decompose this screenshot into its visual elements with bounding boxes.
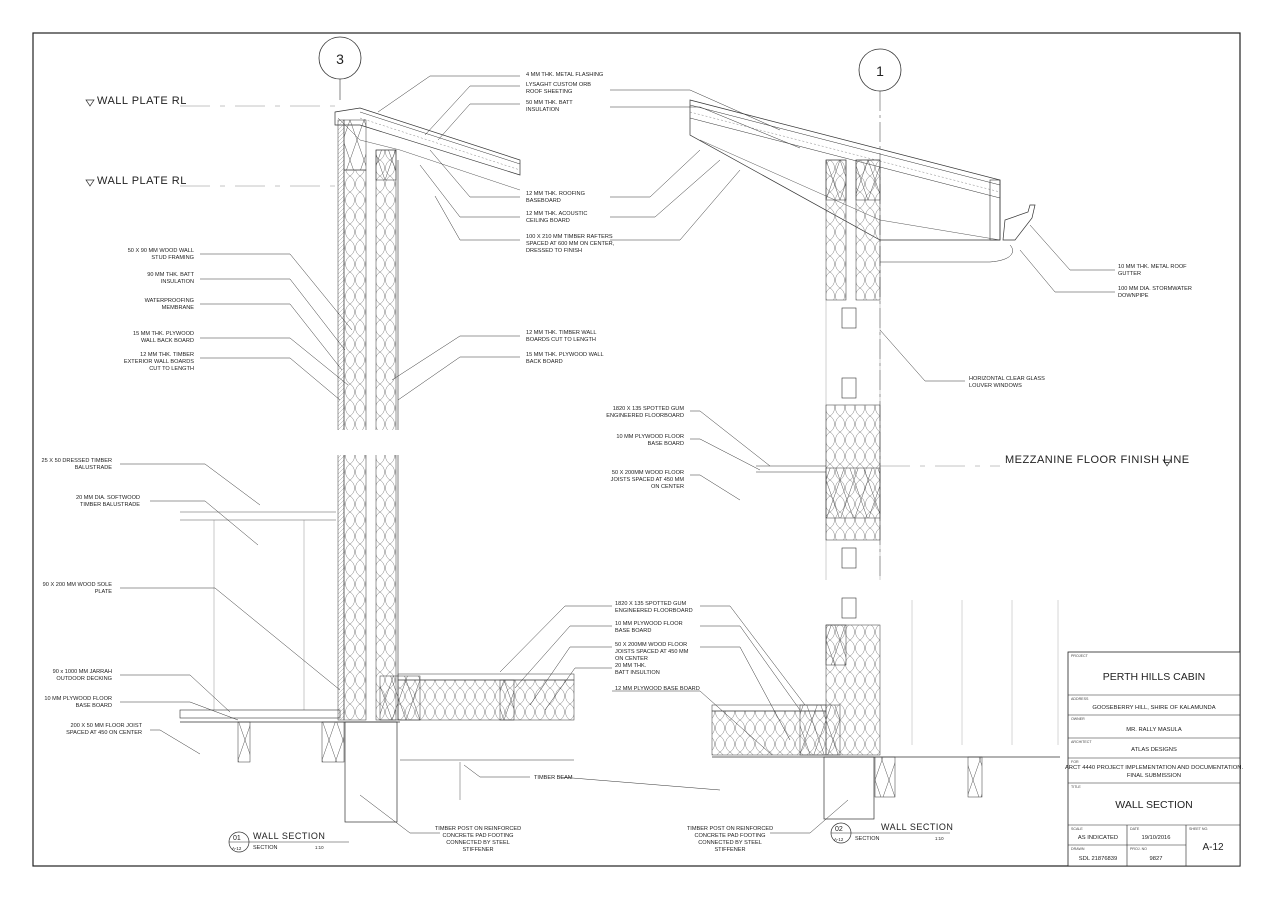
section-scale: 1:10 bbox=[935, 836, 944, 841]
tb-title-label: TITLE bbox=[1071, 785, 1081, 789]
tb-project-label: PROJECT bbox=[1071, 654, 1089, 658]
section-title: WALL SECTION bbox=[881, 822, 953, 832]
tb-drawn: SDL 21876839 bbox=[1079, 856, 1117, 862]
labels-center-low-5: 12 MM PLYWOOD BASE BOARD bbox=[615, 686, 700, 692]
tb-scale-label: SCALE bbox=[1071, 827, 1083, 831]
grid-marker-3: 3 bbox=[318, 36, 362, 100]
labels-center-top: 4 MM THK. METAL FLASHING LYSAGHT CUSTOM O… bbox=[526, 72, 615, 365]
tb-project: PERTH HILLS CABIN bbox=[1103, 671, 1206, 683]
section-number: 02 bbox=[835, 826, 843, 833]
tb-for-label: FOR bbox=[1071, 760, 1079, 764]
tb-for-line1: ARCT 4440 PROJECT IMPLEMENTATION AND DOC… bbox=[1065, 765, 1244, 771]
tb-date-label: DATE bbox=[1130, 827, 1140, 831]
section-sheet-ref: A-12 bbox=[834, 837, 844, 842]
tb-proj-no: 9827 bbox=[1150, 856, 1163, 862]
section-scale: 1:10 bbox=[315, 845, 324, 850]
section-tag-02: 02 A-12 WALL SECTION SECTION 1:10 bbox=[830, 822, 953, 844]
level-mezzanine: MEZZANINE FLOOR FINISH LINE bbox=[880, 454, 1190, 467]
level-label: MEZZANINE FLOOR FINISH LINE bbox=[1005, 454, 1190, 466]
grid-number: 1 bbox=[876, 63, 884, 79]
section-tag-01: 01 A-12 WALL SECTION SECTION 1:10 bbox=[228, 831, 349, 853]
section-title: WALL SECTION bbox=[253, 831, 325, 841]
tb-proj-no-label: PROJ. NO bbox=[1130, 847, 1147, 851]
tb-address: GOOSEBERRY HILL, SHIRE OF KALAMUNDA bbox=[1092, 705, 1215, 711]
label-timber-beam: TIMBER BEAM bbox=[534, 775, 573, 781]
tb-scale: AS INDICATED bbox=[1078, 835, 1118, 841]
section-subtitle: SECTION bbox=[253, 845, 277, 851]
section-sheet-ref: A-12 bbox=[232, 846, 242, 851]
labels-center-low-4: 20 MM THK.BATT INSULTION bbox=[615, 663, 660, 676]
tb-title: WALL SECTION bbox=[1115, 799, 1192, 811]
tb-owner: MR. RALLY MASULA bbox=[1126, 727, 1182, 733]
section-number: 01 bbox=[233, 835, 241, 842]
sheet-border bbox=[32, 32, 1241, 867]
level-label: WALL PLATE RL bbox=[97, 95, 187, 107]
tb-drawn-label: DRAWN bbox=[1071, 847, 1085, 851]
level-label: WALL PLATE RL bbox=[97, 175, 187, 187]
level-wall-plate-1: WALL PLATE RL bbox=[85, 95, 340, 107]
section-subtitle: SECTION bbox=[855, 836, 879, 842]
tb-for-line2: FINAL SUBMISSION bbox=[1127, 773, 1181, 779]
labels-center-top-1: 4 MM THK. METAL FLASHING bbox=[526, 72, 603, 78]
tb-owner-label: OWNER bbox=[1071, 717, 1085, 721]
tb-architect-label: ARCHITECT bbox=[1071, 740, 1092, 744]
tb-sheet: A-12 bbox=[1202, 842, 1224, 853]
tb-date: 19/10/2016 bbox=[1141, 835, 1170, 841]
section-01-drawing bbox=[179, 107, 575, 823]
leader-lines bbox=[120, 75, 1115, 834]
level-wall-plate-2: WALL PLATE RL bbox=[85, 175, 340, 187]
grid-number: 3 bbox=[336, 51, 344, 67]
tb-architect: ATLAS DESIGNS bbox=[1131, 747, 1177, 753]
tb-address-label: ADDRESS bbox=[1071, 697, 1089, 701]
tb-sheet-label: SHEET NO. bbox=[1189, 827, 1208, 831]
title-block: PROJECT PERTH HILLS CABIN ADDRESS GOOSEB… bbox=[1065, 651, 1244, 867]
